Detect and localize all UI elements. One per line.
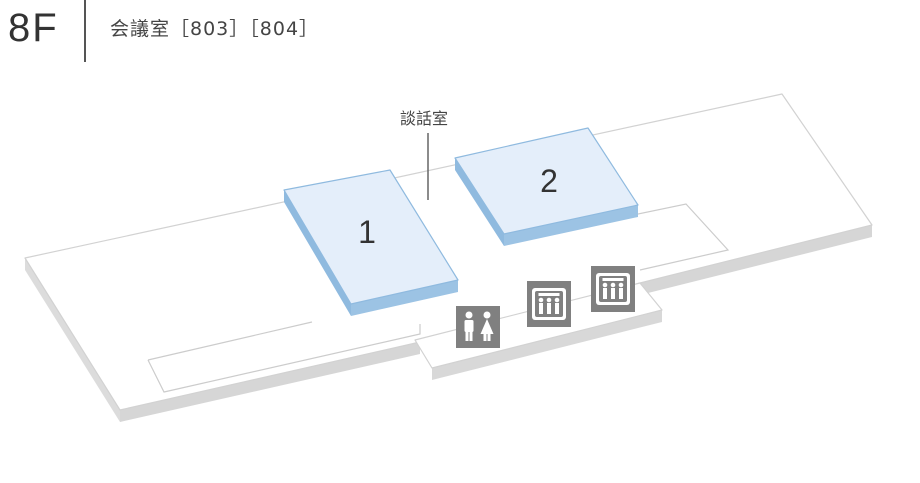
meeting-room-1[interactable]: 1: [283, 169, 459, 316]
meeting-room-1-top: [283, 169, 459, 305]
meeting-room-2-label: 2: [540, 163, 558, 199]
lounge-marker: 談話室: [400, 109, 448, 200]
floor-slab-left-side: [25, 258, 120, 422]
floor-slab-right-side: [640, 225, 872, 295]
floor-header: 8F 会議室［803］［804］: [0, 0, 920, 64]
meeting-room-2[interactable]: 2: [454, 127, 639, 246]
meeting-room-1-left-side: [284, 190, 351, 316]
meeting-room-1-front-side: [351, 280, 458, 316]
meeting-room-2-left-side: [455, 158, 504, 246]
floor-inner-corridor-line: [147, 324, 421, 393]
elevator-icon: [591, 266, 635, 312]
floor-rooms-title: 会議室［803］［804］: [110, 18, 320, 40]
header-divider: [84, 0, 86, 62]
floor-inner-corridor-line-right: [599, 203, 730, 271]
floor-slab-front-side: [120, 342, 420, 422]
restroom-icon: [456, 306, 500, 348]
elevator-icon: [527, 281, 571, 327]
floor-slab: [24, 93, 873, 422]
core-platform-side: [432, 310, 662, 380]
meeting-room-2-front-side: [504, 205, 638, 246]
lounge-label: 談話室: [400, 109, 448, 128]
meeting-room-2-top: [454, 127, 639, 235]
floor-inner-corridor-line-left: [147, 321, 313, 361]
meeting-room-1-label: 1: [358, 214, 376, 250]
floor-number: 8F: [8, 6, 59, 50]
